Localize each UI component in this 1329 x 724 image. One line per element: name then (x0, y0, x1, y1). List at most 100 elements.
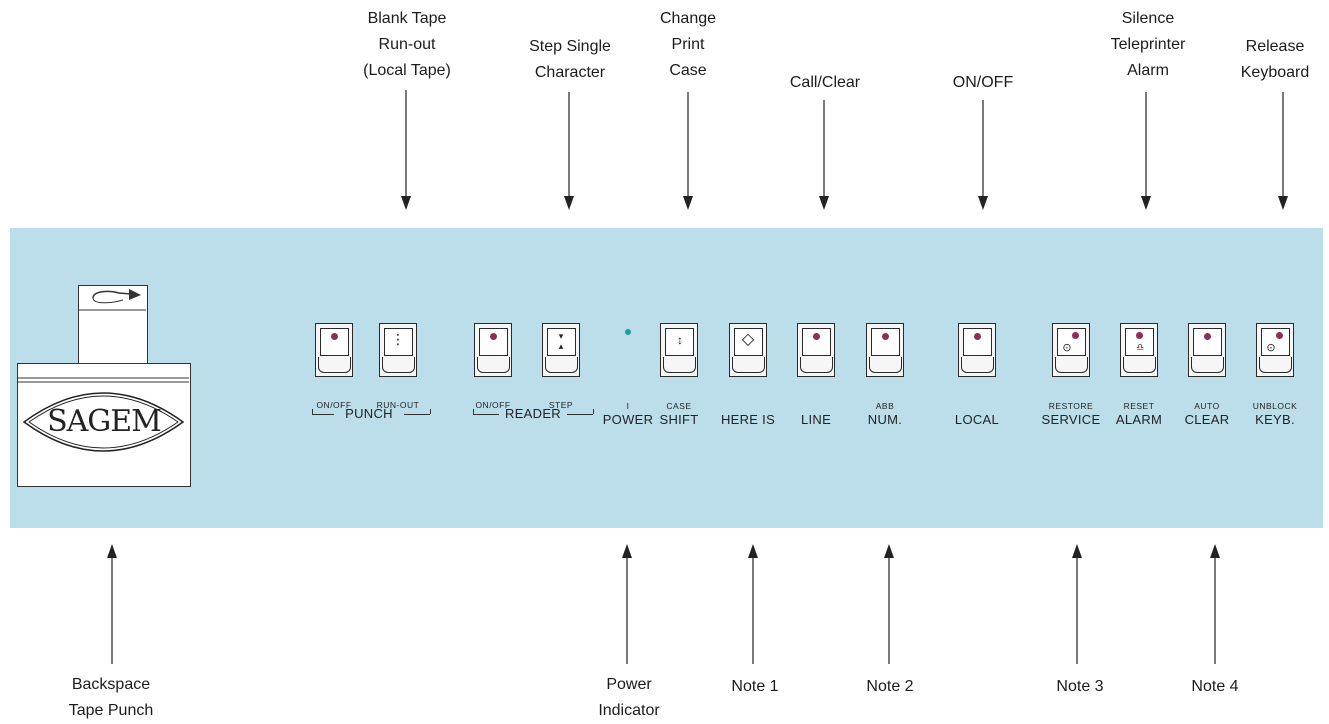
punch-group-line-right (404, 414, 430, 415)
callout-line: Release (1245, 38, 1305, 55)
restore-service-button-lower (1055, 357, 1088, 373)
callout-note-4: Note 4 (1175, 674, 1255, 700)
callout-blank-tape: Blank Tape Run-out (Local Tape) (345, 6, 469, 84)
reader-group-line-left (473, 414, 499, 415)
reader-on-off-small-label: ON/OFF (475, 400, 511, 410)
line-button-lower (800, 357, 833, 373)
callout-line: Teleprinter (1110, 36, 1186, 53)
callout-release: Release Keyboard (1225, 34, 1325, 86)
callout-call-clear: Call/Clear (770, 70, 880, 96)
callout-line: Silence (1121, 10, 1175, 27)
tape-punch-base[interactable]: SAGEM (17, 363, 191, 487)
case-shift-button[interactable]: ↕ (660, 323, 698, 377)
callout-line: Character (534, 64, 606, 81)
power-small-label: I (626, 401, 630, 411)
step-icon: ▾ (558, 331, 564, 341)
callout-line: Blank Tape (367, 10, 447, 27)
reader-step-button-face: ▾▴ (547, 328, 576, 356)
indicator-dot-icon (331, 333, 338, 340)
arrow-call-clear (819, 100, 829, 210)
reset-alarm-button-lower (1123, 357, 1156, 373)
punch-run-out-button-face: ⋮ (384, 328, 413, 356)
arrow-change-print (683, 92, 693, 210)
here-is-button-face: ◇ (734, 328, 763, 356)
tape-feed-icon (79, 289, 146, 311)
reader-group-tick-left (473, 409, 474, 414)
callout-line: (Local Tape) (363, 62, 451, 79)
callout-line: Indicator (598, 702, 660, 719)
callout-line: Run-out (378, 36, 436, 53)
callout-step-single: Step Single Character (510, 34, 630, 86)
alarm-bell-icon: ♎ (1135, 342, 1145, 352)
reader-group-line-right (567, 414, 593, 415)
punch-on-off-button-lower (318, 357, 351, 373)
runout-icon: ⋮ (391, 331, 405, 347)
control-panel (10, 228, 1323, 528)
auto-clear-button[interactable] (1188, 323, 1226, 377)
callout-line: Step Single (529, 38, 611, 55)
abb-num-button-face (871, 328, 900, 356)
callout-silence: Silence Teleprinter Alarm (1098, 6, 1198, 84)
here-is-label: HERE IS (720, 412, 776, 427)
here-is-button[interactable]: ◇ (729, 323, 767, 377)
reset-alarm-button-face: ♎ (1125, 328, 1154, 356)
unblock-keyb-label: KEYB. (1255, 412, 1295, 427)
auto-clear-button-face (1193, 328, 1222, 356)
arrow-note-1 (748, 544, 758, 664)
power-label: POWER (602, 412, 654, 427)
indicator-dot-icon (1136, 332, 1143, 339)
reader-on-off-button[interactable] (474, 323, 512, 377)
reader-on-off-button-lower (477, 357, 510, 373)
restore-service-label: SERVICE (1041, 412, 1101, 427)
case-shift-button-lower (663, 357, 696, 373)
arrow-note-3 (1072, 544, 1082, 664)
arrow-backspace (107, 544, 117, 664)
reader-step-button-lower (545, 357, 578, 373)
local-label: LOCAL (954, 412, 1000, 427)
callout-line: Keyboard (1240, 64, 1310, 81)
callout-line: Note 4 (1191, 678, 1239, 695)
restore-service-button-face: ⊙ (1057, 328, 1086, 356)
callout-note-1: Note 1 (715, 674, 795, 700)
diamond-icon: ◇ (741, 331, 755, 348)
callout-note-3: Note 3 (1040, 674, 1120, 700)
step-up-icon: ▴ (558, 341, 564, 351)
reader-step-button[interactable]: ▾▴ (542, 323, 580, 377)
arrow-on-off (978, 100, 988, 210)
callout-line: Power (606, 676, 652, 693)
unblock-keyb-small-label: UNBLOCK (1252, 401, 1298, 411)
arrow-blank-tape (401, 90, 411, 210)
punch-run-out-button[interactable]: ⋮ (379, 323, 417, 377)
punch-run-out-button-lower (382, 357, 415, 373)
punch-on-off-button[interactable] (315, 323, 353, 377)
callout-line: Print (671, 36, 705, 53)
callout-line: Alarm (1127, 62, 1169, 79)
punch-on-off-button-face (320, 328, 349, 356)
abb-num-small-label: ABB (875, 401, 895, 411)
line-button[interactable] (797, 323, 835, 377)
indicator-dot-icon (490, 333, 497, 340)
abb-num-button[interactable] (866, 323, 904, 377)
local-button[interactable] (958, 323, 996, 377)
punch-group-label: PUNCH (345, 406, 393, 421)
reader-group-label: READER (505, 406, 561, 421)
target-icon: ⊙ (1266, 342, 1276, 354)
local-button-face (963, 328, 992, 356)
callout-line: Note 1 (731, 678, 779, 695)
case-shift-label: SHIFT (659, 412, 699, 427)
callout-line: Change (659, 10, 717, 27)
punch-group-tick-right (430, 409, 431, 414)
reset-alarm-button[interactable]: ♎ (1120, 323, 1158, 377)
here-is-button-lower (732, 357, 765, 373)
power-indicator-led (625, 329, 631, 335)
indicator-dot-icon (974, 333, 981, 340)
restore-service-button[interactable]: ⊙ (1052, 323, 1090, 377)
indicator-dot-icon (882, 333, 889, 340)
abb-num-label: NUM. (867, 412, 903, 427)
indicator-dot-icon (1204, 333, 1211, 340)
indicator-dot-icon (1072, 332, 1079, 339)
reader-step-small-label: STEP (548, 400, 574, 410)
unblock-keyb-button[interactable]: ⊙ (1256, 323, 1294, 377)
unblock-keyb-button-face: ⊙ (1261, 328, 1290, 356)
